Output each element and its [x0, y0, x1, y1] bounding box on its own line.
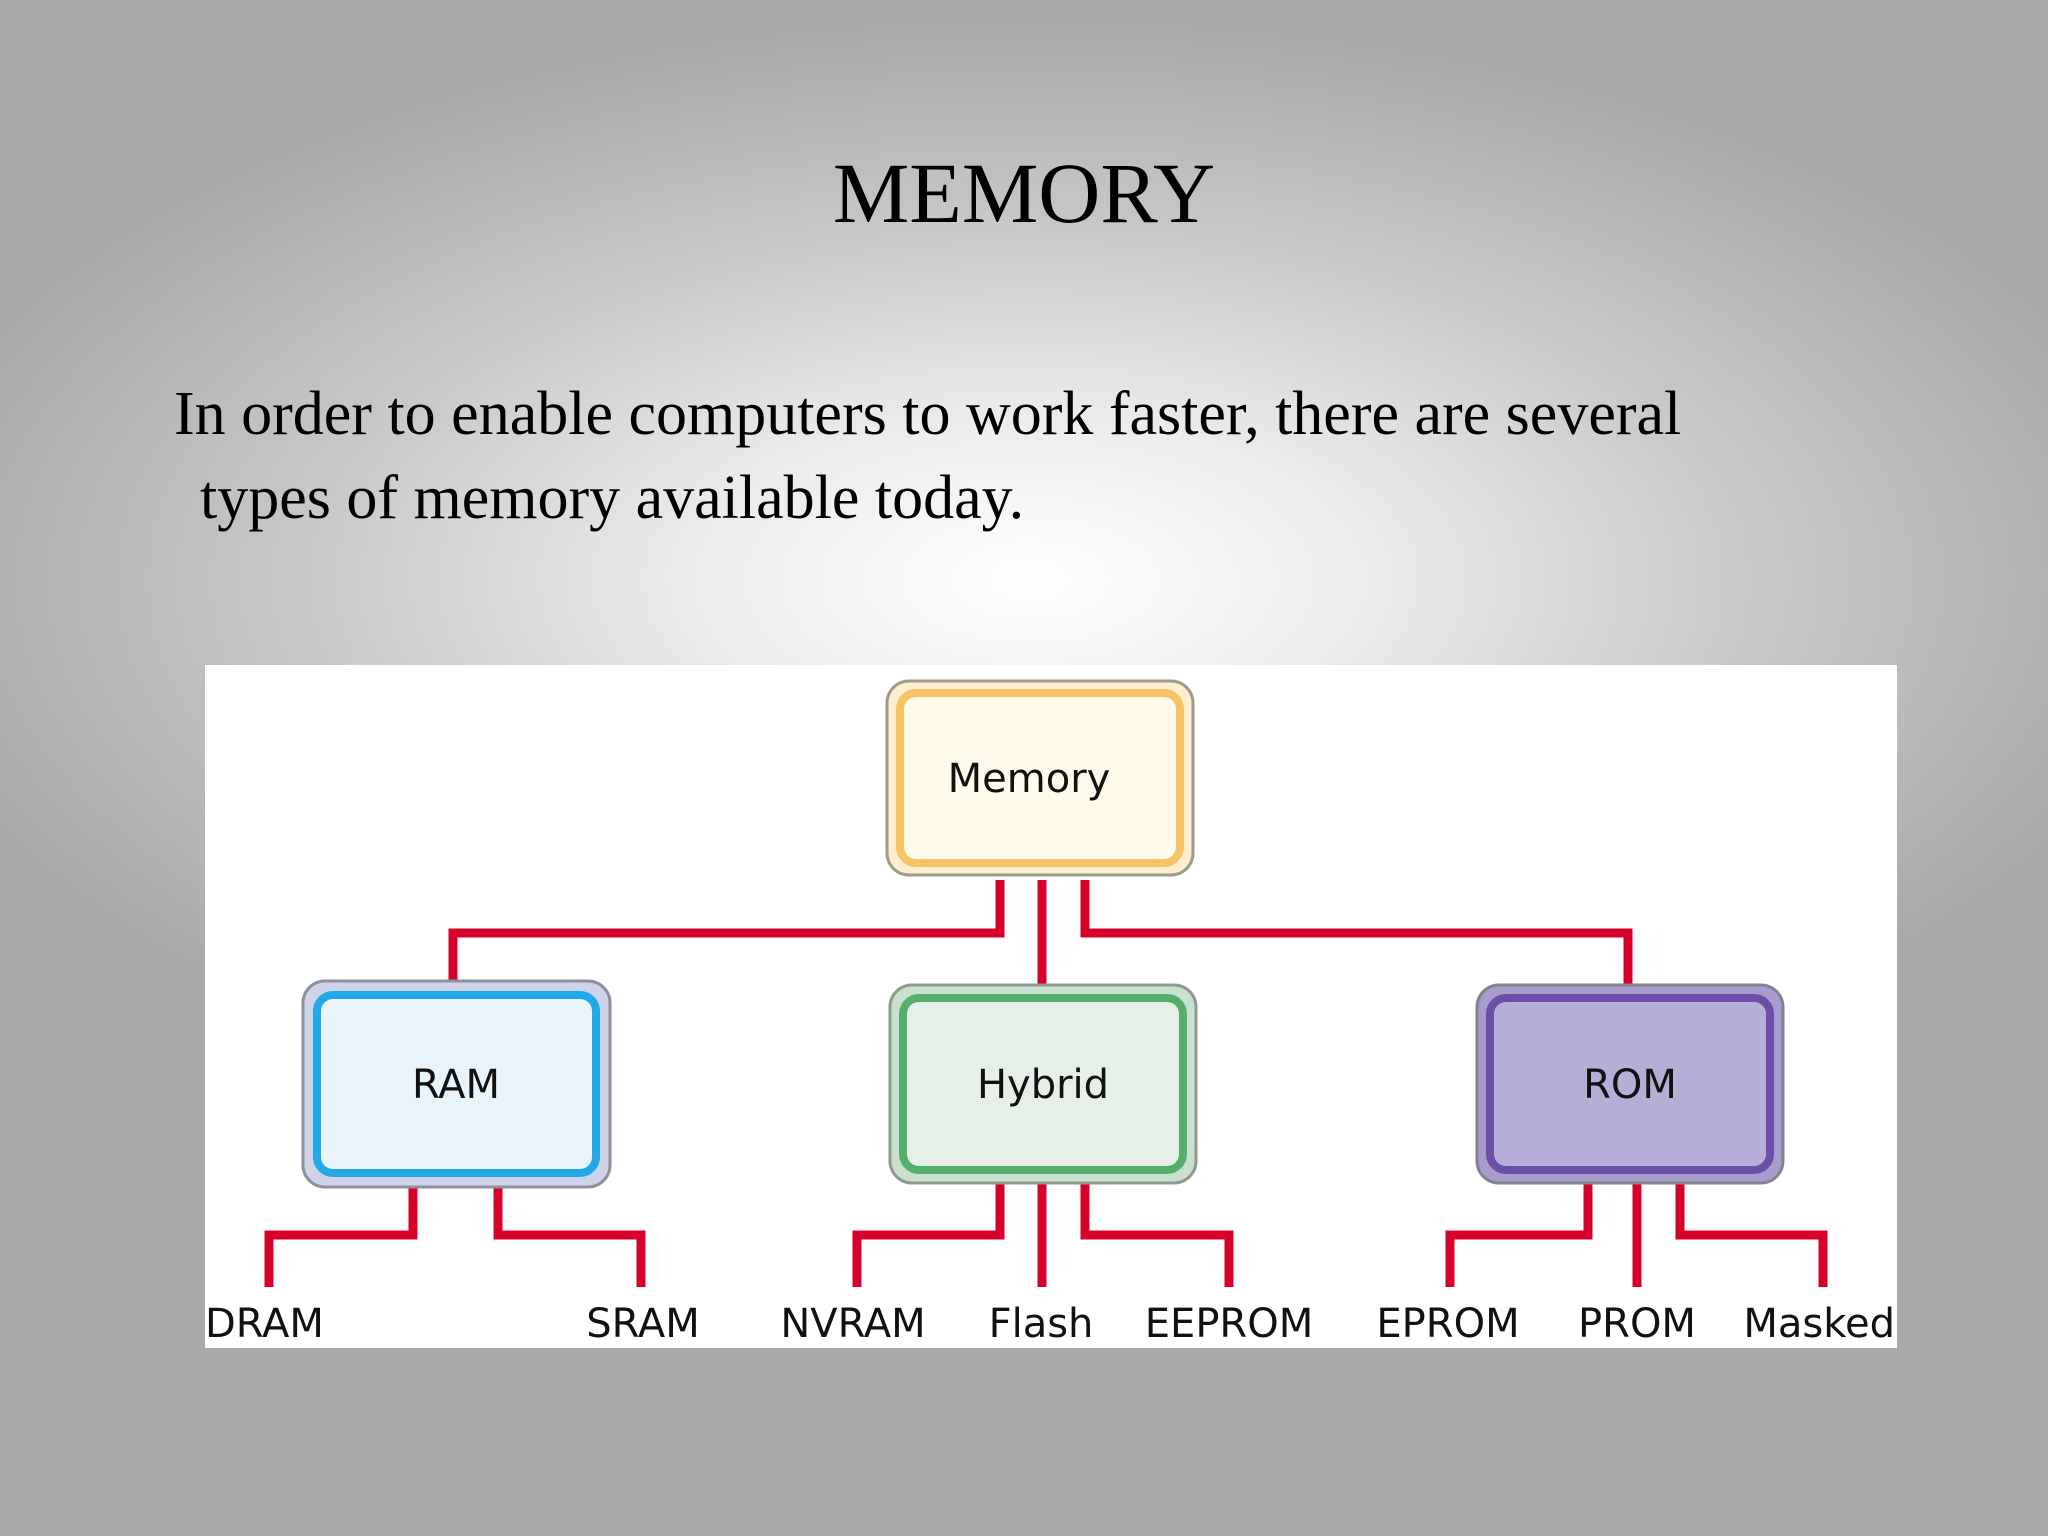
connector-rom-to-eprom	[1445, 1183, 1593, 1287]
leaf-prom: PROM	[1578, 1301, 1696, 1347]
slide-title: MEMORY	[832, 145, 1216, 241]
connector-rom-to-masked	[1675, 1183, 1828, 1287]
node-hybrid: Hybrid	[888, 983, 1198, 1185]
node-hybrid-inner	[899, 994, 1187, 1174]
leaf-sram: SRAM	[586, 1301, 699, 1347]
leaf-dram: DRAM	[205, 1301, 324, 1347]
node-rom-inner	[1486, 994, 1774, 1174]
connector-lines	[264, 880, 1828, 1287]
node-rom: ROM	[1475, 983, 1785, 1185]
node-memory: Memory	[885, 679, 1195, 877]
node-memory-label: Memory	[948, 756, 1111, 802]
node-ram-inner	[313, 991, 600, 1177]
leaf-nvram: NVRAM	[780, 1301, 925, 1347]
connector-ram-to-sram	[493, 1187, 646, 1287]
leaf-eeprom: EEPROM	[1145, 1301, 1313, 1347]
connector-hybrid-to-eeprom	[1080, 1183, 1234, 1287]
connector-memory-to-rom	[1080, 880, 1633, 985]
connector-memory-to-ram	[448, 880, 1005, 983]
leaf-flash: Flash	[989, 1301, 1094, 1347]
leaf-masked: Masked	[1743, 1301, 1895, 1347]
body-text-line-2: types of memory available today.	[200, 464, 1025, 532]
diagram-canvas: Memory RAM Hybrid ROM DRAM SRAM NVRAM Fl…	[205, 679, 1895, 1347]
leaf-labels: DRAM SRAM NVRAM Flash EEPROM EPROM PROM …	[205, 1301, 1895, 1347]
connector-ram-to-dram	[264, 1187, 418, 1287]
node-memory-inner	[896, 689, 1184, 867]
node-ram-label: RAM	[412, 1062, 500, 1108]
node-ram: RAM	[301, 979, 612, 1189]
body-text-line-1: In order to enable computers to work fas…	[174, 380, 1682, 448]
leaf-eprom: EPROM	[1376, 1301, 1519, 1347]
node-hybrid-label: Hybrid	[977, 1062, 1109, 1108]
node-rom-label: ROM	[1583, 1062, 1677, 1108]
connector-hybrid-to-nvram	[852, 1183, 1005, 1287]
memory-hierarchy-diagram: Memory RAM Hybrid ROM DRAM SRAM NVRAM Fl…	[205, 665, 1897, 1348]
slide-body-text: In order to enable computers to work fas…	[174, 372, 1894, 540]
